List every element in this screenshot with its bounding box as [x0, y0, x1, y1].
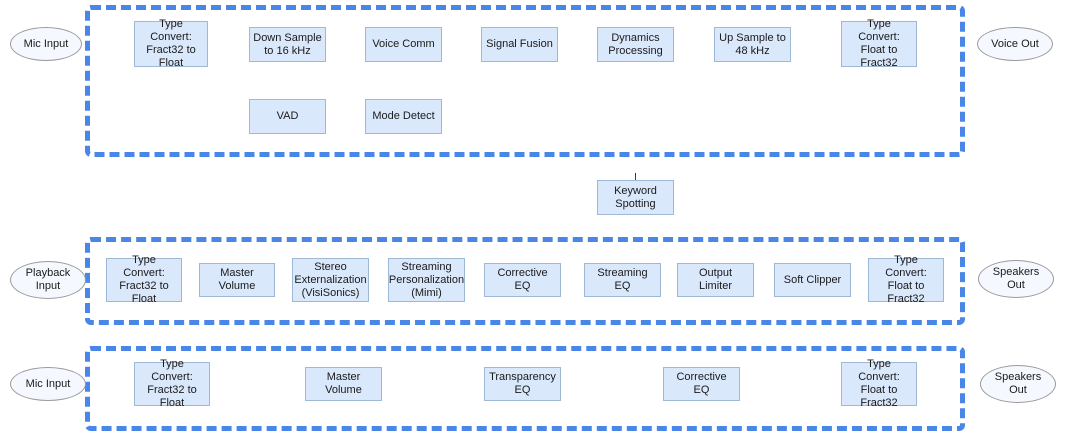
node-mode-detect: Mode Detect [365, 99, 442, 134]
voice-pipeline-group [85, 5, 965, 157]
terminal-mic-input-transparency: Mic Input [10, 367, 86, 401]
node-up-sample-48khz: Up Sample to 48 kHz [714, 27, 791, 62]
playback-pipeline-group [85, 237, 965, 325]
node-master-volume-playback: Master Volume [199, 263, 275, 297]
node-corrective-eq-transparency: Corrective EQ [663, 367, 740, 401]
node-vad: VAD [249, 99, 326, 134]
node-type-convert-float-fract32-transparency: Type Convert: Float to Fract32 [841, 358, 917, 409]
node-corrective-eq-playback: Corrective EQ [484, 263, 561, 297]
connector-keyword-spotting [635, 173, 636, 180]
transparency-pipeline-group [85, 346, 965, 431]
node-streaming-personalization: Streaming Personalization (Mimi) [388, 258, 465, 302]
node-dynamics-processing: Dynamics Processing [597, 27, 674, 62]
node-streaming-eq: Streaming EQ [584, 263, 661, 297]
node-down-sample-16khz: Down Sample to 16 kHz [249, 27, 326, 62]
node-type-convert-fract32-float-transparency: Type Convert: Fract32 to Float [134, 358, 210, 409]
node-stereo-externalization: Stereo Externalization (VisiSonics) [292, 258, 369, 302]
node-type-convert-float-fract32-playback: Type Convert: Float to Fract32 [868, 254, 944, 305]
node-type-convert-fract32-float-playback: Type Convert: Fract32 to Float [106, 254, 182, 305]
node-type-convert-float-fract32-voice: Type Convert: Float to Fract32 [841, 18, 917, 69]
node-keyword-spotting: Keyword Spotting [597, 180, 674, 215]
terminal-mic-input-voice: Mic Input [10, 27, 82, 61]
node-master-volume-transparency: Master Volume [305, 367, 382, 401]
node-type-convert-fract32-float-voice: Type Convert: Fract32 to Float [134, 18, 208, 69]
terminal-voice-out: Voice Out [977, 27, 1053, 61]
node-transparency-eq: Transparency EQ [484, 367, 561, 401]
node-soft-clipper: Soft Clipper [774, 263, 851, 297]
terminal-speakers-out-transparency: Speakers Out [980, 365, 1056, 403]
node-voice-comm: Voice Comm [365, 27, 442, 62]
node-output-limiter: Output Limiter [677, 263, 754, 297]
terminal-playback-input: Playback Input [10, 261, 86, 299]
node-signal-fusion: Signal Fusion [481, 27, 558, 62]
terminal-speakers-out-playback: Speakers Out [978, 260, 1054, 298]
